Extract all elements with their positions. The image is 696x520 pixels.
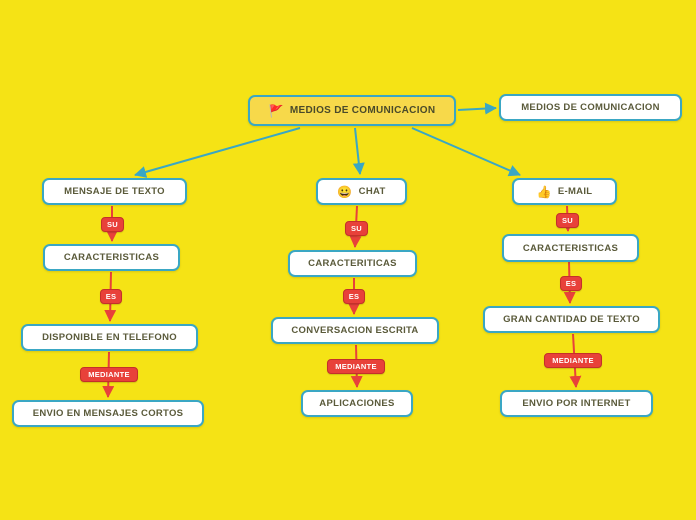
edge-label-l2[interactable]: ES bbox=[100, 289, 122, 304]
edge-label-l9[interactable]: MEDIANTE bbox=[544, 353, 602, 368]
edge-label-l1[interactable]: SU bbox=[101, 217, 124, 232]
node-label: CHAT bbox=[358, 186, 386, 197]
node-label: CONVERSACION ESCRITA bbox=[291, 325, 419, 336]
node-label: ENVIO EN MENSAJES CORTOS bbox=[32, 408, 184, 419]
node-b2c[interactable]: APLICACIONES bbox=[301, 390, 413, 417]
node-b2[interactable]: 😀 CHAT bbox=[316, 178, 407, 205]
edge-label-l3[interactable]: MEDIANTE bbox=[80, 367, 138, 382]
node-label: CARACTERITICAS bbox=[308, 258, 397, 269]
node-b3c[interactable]: ENVIO POR INTERNET bbox=[500, 390, 653, 417]
node-right[interactable]: MEDIOS DE COMUNICACION bbox=[499, 94, 682, 121]
edge-label-text: SU bbox=[106, 220, 119, 229]
node-root[interactable]: 🚩 MEDIOS DE COMUNICACION bbox=[248, 95, 456, 126]
edge-label-l5[interactable]: ES bbox=[343, 289, 365, 304]
node-label: DISPONIBLE EN TELEFONO bbox=[42, 332, 177, 343]
edge-label-text: MEDIANTE bbox=[552, 356, 594, 365]
edge-label-text: ES bbox=[348, 292, 360, 301]
node-label: CARACTERISTICAS bbox=[63, 252, 160, 263]
edge-label-l7[interactable]: SU bbox=[556, 213, 579, 228]
edge-label-text: SU bbox=[561, 216, 574, 225]
node-b1b[interactable]: DISPONIBLE EN TELEFONO bbox=[21, 324, 198, 351]
connector-e-root-b3 bbox=[411, 127, 521, 177]
node-b2b[interactable]: CONVERSACION ESCRITA bbox=[271, 317, 439, 344]
edge-label-l6[interactable]: MEDIANTE bbox=[327, 359, 385, 374]
node-b3b[interactable]: GRAN CANTIDAD DE TEXTO bbox=[483, 306, 660, 333]
node-b1a[interactable]: CARACTERISTICAS bbox=[43, 244, 180, 271]
thumbsup-icon: 👍 bbox=[536, 184, 552, 199]
edge-label-text: ES bbox=[565, 279, 577, 288]
node-label: APLICACIONES bbox=[319, 398, 395, 409]
edge-label-text: MEDIANTE bbox=[88, 370, 130, 379]
node-b2a[interactable]: CARACTERITICAS bbox=[288, 250, 417, 277]
node-b1[interactable]: MENSAJE DE TEXTO bbox=[42, 178, 187, 205]
node-label: E-MAIL bbox=[557, 186, 593, 197]
edge-label-text: SU bbox=[350, 224, 363, 233]
node-label: MEDIOS DE COMUNICACION bbox=[289, 105, 436, 116]
node-b3a[interactable]: CARACTERISTICAS bbox=[502, 234, 639, 262]
node-label: ENVIO POR INTERNET bbox=[522, 398, 631, 409]
connector-e-root-b2 bbox=[352, 127, 365, 175]
edge-label-l4[interactable]: SU bbox=[345, 221, 368, 236]
edge-label-text: MEDIANTE bbox=[335, 362, 377, 371]
flag-icon: 🚩 bbox=[268, 103, 284, 118]
edge-label-l8[interactable]: ES bbox=[560, 276, 582, 291]
connector-e-root-right bbox=[457, 102, 497, 115]
node-b1c[interactable]: ENVIO EN MENSAJES CORTOS bbox=[12, 400, 204, 427]
node-label: CARACTERISTICAS bbox=[522, 242, 619, 254]
node-label: MEDIOS DE COMUNICACION bbox=[521, 102, 660, 113]
smiley-icon: 😀 bbox=[337, 184, 353, 199]
connector-e-root-b1 bbox=[134, 127, 301, 178]
node-label: MENSAJE DE TEXTO bbox=[64, 186, 165, 197]
node-b3[interactable]: 👍 E-MAIL bbox=[512, 178, 617, 205]
edge-label-text: ES bbox=[105, 292, 117, 301]
node-label: GRAN CANTIDAD DE TEXTO bbox=[503, 314, 640, 325]
